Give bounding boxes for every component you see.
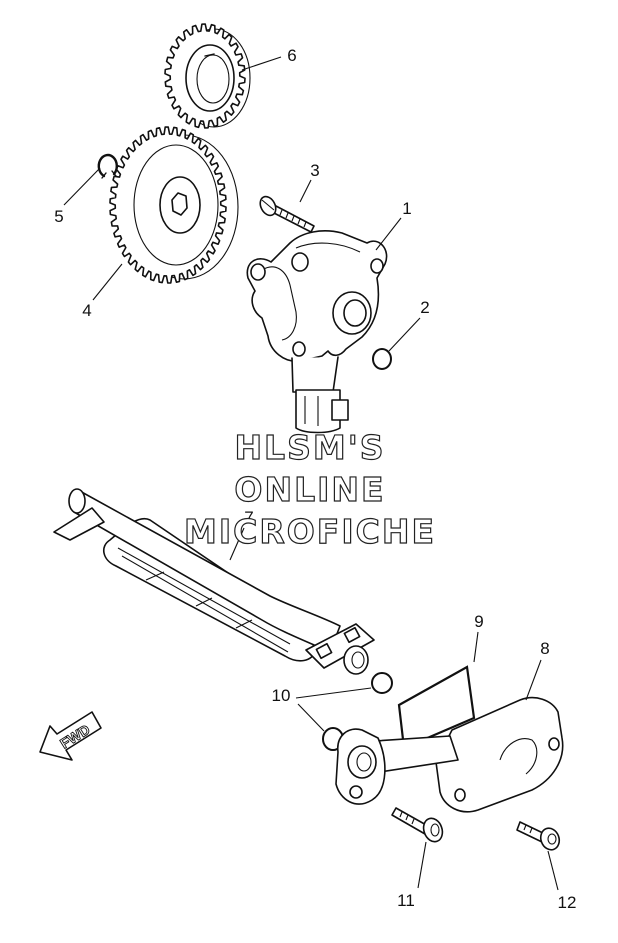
bolt-3-thread <box>279 209 307 228</box>
pump-body-lobe <box>261 266 297 341</box>
part-4-gear <box>109 126 239 284</box>
part-9-gasket <box>397 665 476 750</box>
part-12-bolt <box>516 821 561 851</box>
pump-cover-edge <box>295 242 361 253</box>
leader-9 <box>473 631 479 663</box>
part-6-gear <box>164 23 251 129</box>
pipe-flange-boss <box>499 738 538 775</box>
watermark-line-2: ONLINE <box>234 470 385 509</box>
leader-10-upper <box>295 687 372 699</box>
leader-10-lower <box>297 703 325 732</box>
pump-pickup-neck <box>291 356 339 393</box>
part-8-oil-pipe <box>335 696 564 813</box>
bolt-11-socket <box>430 823 440 837</box>
part-10-o-ring-upper <box>371 672 393 694</box>
bolt-12-socket <box>547 833 557 845</box>
leader-5 <box>63 167 101 206</box>
callout-6: 6 <box>287 46 296 65</box>
callouts: 1 2 3 4 5 6 7 8 9 10 11 12 <box>54 46 576 912</box>
pump-connector-clip <box>331 399 349 421</box>
leader-6 <box>241 56 282 71</box>
pipe-union-bore <box>356 752 372 772</box>
part-2-o-ring <box>372 348 392 370</box>
leader-7 <box>229 527 245 561</box>
leader-4 <box>92 263 123 301</box>
watermark: HLSM'S ONLINE MICROFICHE <box>183 427 436 551</box>
callout-10: 10 <box>272 686 291 705</box>
pipe-flange-block <box>435 696 564 813</box>
strainer-connector-slot-a <box>315 642 333 660</box>
part-7-oil-strainer <box>53 488 375 675</box>
gear-6-bore <box>196 54 230 104</box>
pipe-bolt-hole-right <box>548 737 560 751</box>
circlip-ends <box>101 170 117 179</box>
pump-bolt-hole-bottom <box>292 341 306 357</box>
pipe-union-hole <box>349 785 363 799</box>
gear-6-keyway <box>204 53 215 57</box>
callout-9: 9 <box>474 612 483 631</box>
strainer-tray-edge <box>117 547 291 653</box>
watermark-line-3: MICROFICHE <box>184 512 436 551</box>
part-3-bolt <box>259 195 315 233</box>
leader-lines <box>63 56 559 891</box>
watermark-line-1: HLSM'S <box>234 428 385 467</box>
pump-outlet-bore <box>343 299 367 327</box>
callout-11: 11 <box>397 891 415 910</box>
leader-12 <box>547 850 559 891</box>
part-11-bolt <box>391 807 444 843</box>
fwd-arrow-icon <box>39 711 102 761</box>
bolt-11-thread <box>399 811 415 825</box>
strainer-tray-ribs <box>145 571 253 629</box>
callout-1: 1 <box>402 199 411 218</box>
pump-bolt-hole-left <box>250 263 266 281</box>
connector-ribs <box>304 396 319 426</box>
gear-6-hub-ring <box>185 44 235 112</box>
callout-3: 3 <box>310 161 319 180</box>
pipe-union-port <box>347 745 377 779</box>
pump-dowel <box>291 252 309 272</box>
strainer-connector-slot-b <box>343 626 361 644</box>
callout-4: 4 <box>82 301 91 320</box>
leader-11 <box>417 841 427 889</box>
pump-bolt-hole-right <box>370 258 384 274</box>
bolt-3-head-edge <box>261 199 275 211</box>
forward-direction-indicator: FWD <box>39 711 102 761</box>
leader-8 <box>525 659 542 701</box>
callout-7: 7 <box>244 508 253 527</box>
strainer-tube-end <box>68 488 86 514</box>
leader-1 <box>375 217 402 251</box>
callout-12: 12 <box>558 893 577 912</box>
gear-4-web <box>133 144 219 266</box>
callout-5: 5 <box>54 207 63 226</box>
gear-4-hex-bore <box>171 192 188 216</box>
strainer-outlet-bore <box>351 651 365 669</box>
leader-3 <box>299 179 312 203</box>
pipe-bolt-hole-left <box>454 788 466 802</box>
bolt-11-head <box>422 817 444 843</box>
bolt-12-thread <box>523 824 533 834</box>
callout-8: 8 <box>540 639 549 658</box>
bolt-11-shank <box>391 807 429 835</box>
bolt-12-head <box>539 827 561 851</box>
strainer-outlet <box>343 645 369 675</box>
part-5-circlip <box>97 153 118 178</box>
gasket-outline <box>397 665 476 750</box>
part-1-oil-pump <box>246 230 388 434</box>
leader-2 <box>388 317 421 352</box>
callout-2: 2 <box>420 298 429 317</box>
strainer-fin <box>53 507 105 541</box>
pump-body <box>246 230 388 362</box>
